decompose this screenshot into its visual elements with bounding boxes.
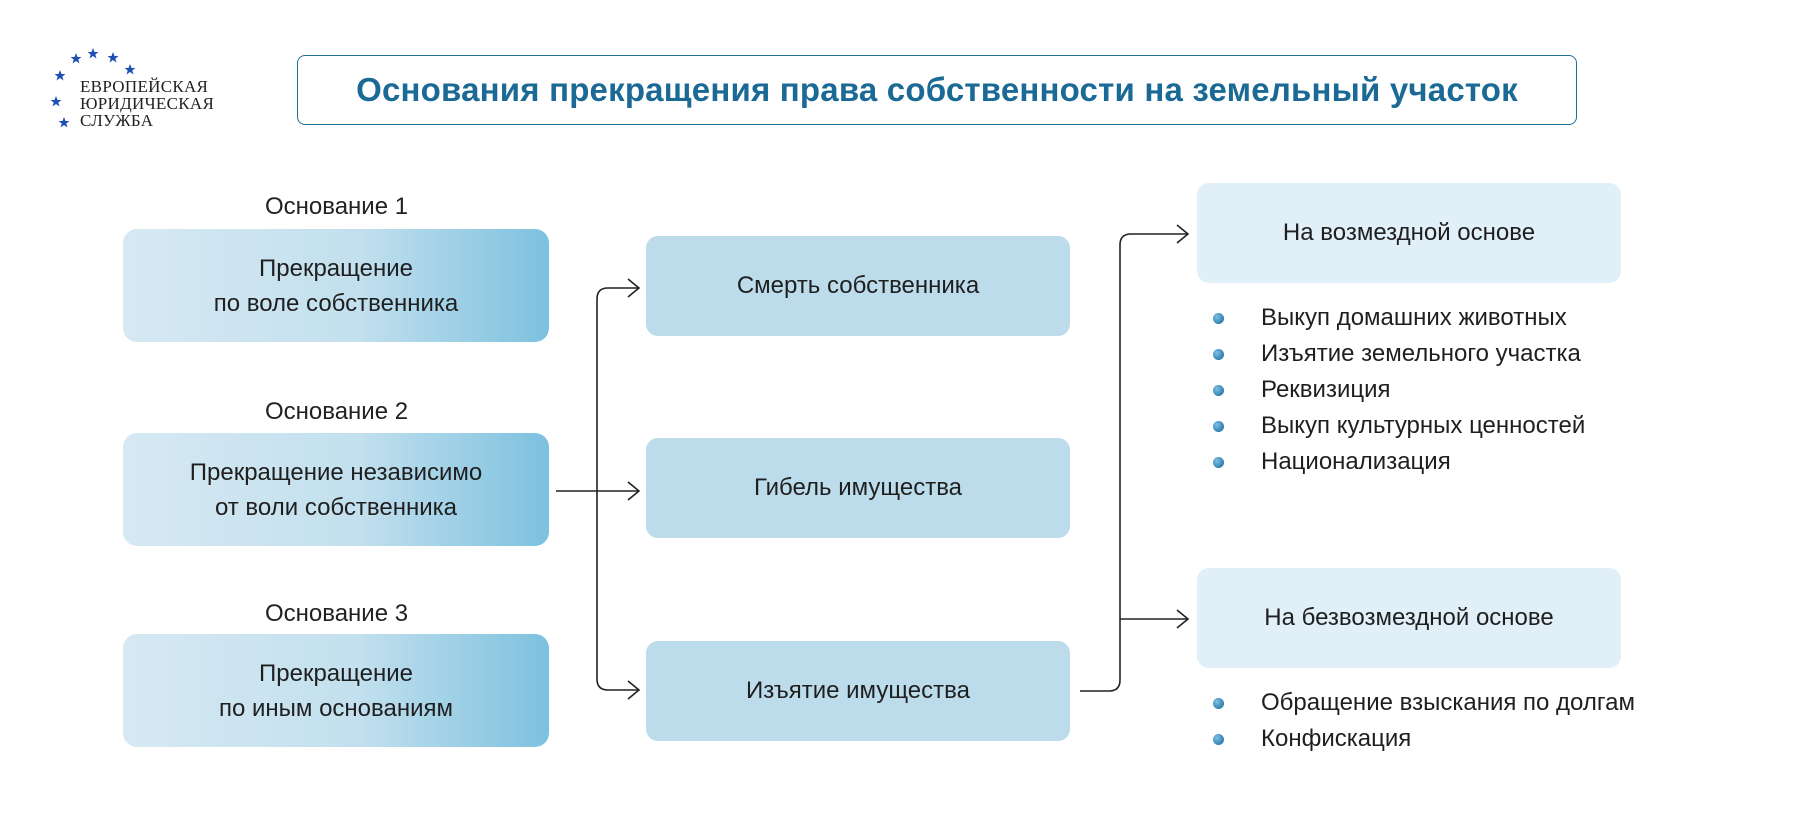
ground-1-line-1: Прекращение — [259, 254, 413, 282]
middle-box-loss: Гибель имущества — [646, 438, 1070, 538]
list-item: Конфискация — [1213, 721, 1635, 757]
logo: ЕВРОПЕЙСКАЯ ЮРИДИЧЕСКАЯ СЛУЖБА — [50, 48, 250, 138]
free-list: Обращение взыскания по долгам Конфискаци… — [1213, 685, 1635, 757]
ground-3-box: Прекращение по иным основаниям — [123, 634, 549, 747]
middle-label-death: Смерть собственника — [736, 272, 980, 299]
logo-text: ЕВРОПЕЙСКАЯ ЮРИДИЧЕСКАЯ СЛУЖБА — [80, 78, 214, 129]
ground-1-box: Прекращение по воле собственника — [123, 229, 549, 342]
arrow-to-seizure — [627, 680, 641, 700]
logo-line-1: ЕВРОПЕЙСКАЯ — [80, 77, 209, 96]
title-box: Основания прекращения права собственност… — [297, 55, 1577, 125]
ground-2-line-1: Прекращение независимо — [189, 458, 483, 486]
ground-3-line-2: по иным основаниям — [218, 694, 454, 722]
bullet-icon — [1213, 457, 1224, 468]
arrow-to-death — [627, 278, 641, 298]
ground-2-line-2: от воли собственника — [214, 493, 458, 521]
list-item: Реквизиция — [1213, 372, 1585, 408]
middle-box-death: Смерть собственника — [646, 236, 1070, 336]
right-box-free: На безвозмездной основе — [1197, 568, 1621, 668]
list-item: Национализация — [1213, 444, 1585, 480]
bullet-icon — [1213, 421, 1224, 432]
right-label-free: На безвозмездной основе — [1264, 604, 1554, 631]
connector-middle-bracket — [596, 287, 609, 691]
ground-3-caption: Основание 3 — [264, 600, 409, 627]
list-item: Изъятие земельного участка — [1213, 336, 1585, 372]
connector-seizure-to-right — [1080, 233, 1188, 692]
right-label-paid: На возмездной основе — [1282, 219, 1536, 246]
bullet-icon — [1213, 349, 1224, 360]
middle-label-seizure: Изъятие имущества — [746, 677, 970, 704]
page-title: Основания прекращения права собственност… — [356, 71, 1518, 108]
bullet-icon — [1213, 734, 1224, 745]
ground-2-box: Прекращение независимо от воли собственн… — [123, 433, 549, 546]
middle-box-seizure: Изъятие имущества — [646, 641, 1070, 741]
ground-1-caption: Основание 1 — [264, 193, 409, 220]
list-item: Выкуп домашних животных — [1213, 300, 1585, 336]
arrow-to-free — [1176, 609, 1190, 629]
paid-list: Выкуп домашних животных Изъятие земельно… — [1213, 300, 1585, 480]
list-item: Выкуп культурных ценностей — [1213, 408, 1585, 444]
bullet-icon — [1213, 698, 1224, 709]
bullet-icon — [1213, 385, 1224, 396]
list-item: Обращение взыскания по долгам — [1213, 685, 1635, 721]
ground-2-caption: Основание 2 — [264, 398, 409, 425]
arrow-to-loss — [627, 481, 641, 501]
ground-3-line-1: Прекращение — [259, 659, 413, 687]
ground-1-line-2: по воле собственника — [213, 289, 459, 317]
bullet-icon — [1213, 313, 1224, 324]
right-box-paid: На возмездной основе — [1197, 183, 1621, 283]
stars-icon — [50, 48, 136, 128]
logo-line-3: СЛУЖБА — [80, 111, 154, 130]
arrow-to-paid — [1176, 224, 1190, 244]
middle-label-loss: Гибель имущества — [753, 474, 963, 501]
logo-line-2: ЮРИДИЧЕСКАЯ — [80, 94, 215, 113]
